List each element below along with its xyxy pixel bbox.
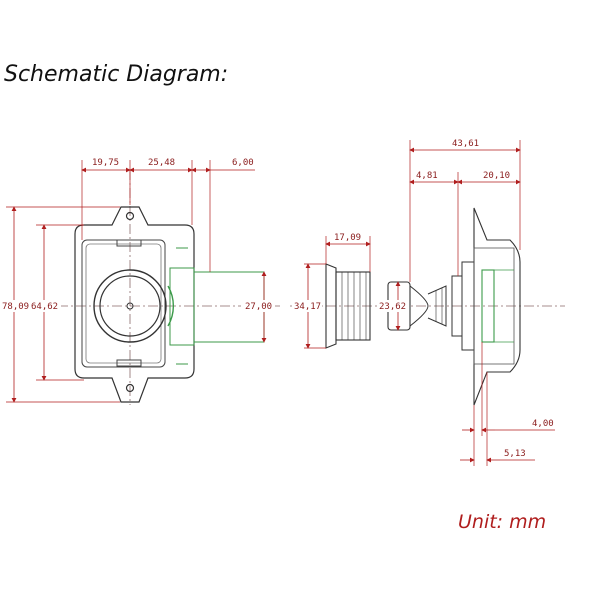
dim-front-height-outer: 78,09 (2, 302, 29, 312)
dim-side-d1: 4,81 (416, 171, 438, 181)
housing-body (451, 207, 521, 406)
side-view: 43,61 4,81 20,10 17,09 34,17 23,62 4,00 … (290, 139, 565, 466)
screw-hole-bottom (125, 383, 135, 393)
mounting-plate-outline (74, 206, 195, 403)
screw-hole-top (125, 211, 135, 221)
dim-side-small1: 4,00 (532, 419, 554, 429)
dim-side-nut-width: 17,09 (334, 233, 361, 243)
dim-front-height-inner: 64,62 (31, 302, 58, 312)
dim-side-small2: 5,13 (504, 449, 526, 459)
dim-front-shaft: 27,00 (245, 302, 272, 312)
button-outer-ring (93, 269, 167, 343)
dim-side-total: 43,61 (452, 139, 479, 149)
dim-side-knob-dia: 23,62 (379, 302, 406, 312)
nut (325, 263, 371, 349)
dim-front-d2: 25,48 (148, 158, 175, 168)
dim-side-nut-dia: 34,17 (294, 302, 321, 312)
dim-side-d2: 20,10 (483, 171, 510, 181)
dim-front-d1: 19,75 (92, 158, 119, 168)
diagram-title: Schematic Diagram: (4, 62, 229, 87)
dim-front-d3: 6,00 (232, 158, 254, 168)
front-view: 19,75 25,48 6,00 78,09 64,62 27,00 (1, 158, 280, 405)
unit-label: Unit: mm (458, 511, 547, 533)
